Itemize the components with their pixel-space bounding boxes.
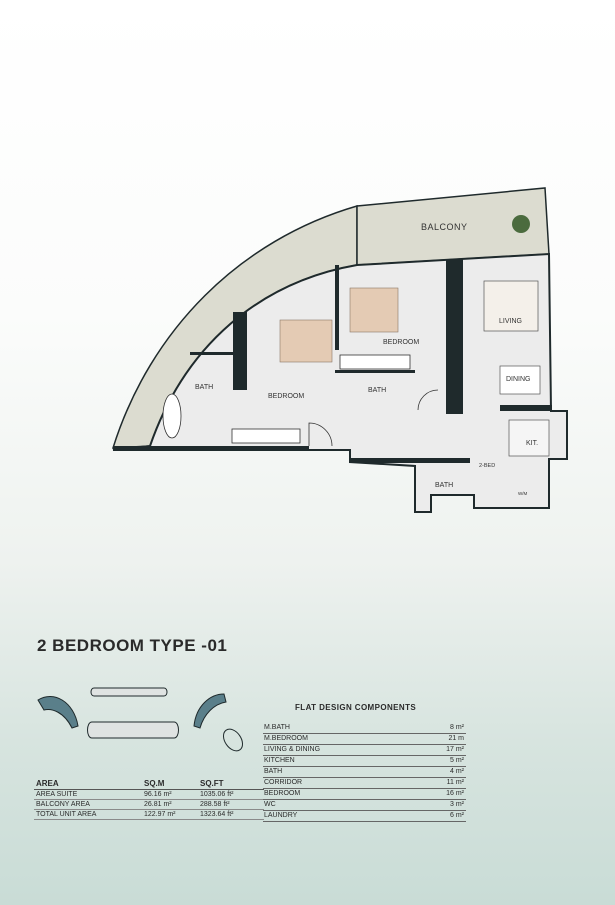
bathtub <box>162 393 182 439</box>
wardrobe-1 <box>231 428 301 444</box>
label-balcony: BALCONY <box>421 222 468 232</box>
area-sqm: 96.16 m² <box>142 789 198 800</box>
label-bath-middle: BATH <box>368 387 386 394</box>
key-tower-3 <box>87 721 179 739</box>
component-area: 17 m² <box>415 744 466 756</box>
component-area: 8 m² <box>415 723 466 734</box>
table-row: TOTAL UNIT AREA 122.97 m² 1323.64 ft² <box>34 809 264 820</box>
table-row: BALCONY AREA 26.81 m² 288.58 ft² <box>34 799 264 810</box>
component-area: 11 m² <box>415 777 466 789</box>
south-wall <box>113 446 309 451</box>
unit-type-title: 2 BEDROOM TYPE -01 <box>37 636 228 655</box>
component-area: 16 m² <box>415 788 466 800</box>
label-bath-left: BATH <box>195 384 213 391</box>
kitchen-counter <box>508 419 550 457</box>
area-label: BALCONY AREA <box>34 799 142 810</box>
label-2bed-tag: 2-BED <box>479 463 495 469</box>
label-bath-lower: BATH <box>435 482 453 489</box>
area-sqft: 1323.64 ft² <box>198 809 264 820</box>
area-label: TOTAL UNIT AREA <box>34 809 142 820</box>
area-table: AREA SQ.M SQ.FT AREA SUITE 96.16 m² 1035… <box>34 779 264 820</box>
key-tower-1 <box>37 695 79 729</box>
label-wm-tag: W/M <box>518 491 527 496</box>
south-wall-2 <box>350 458 470 463</box>
area-sqft: 288.58 ft² <box>198 799 264 810</box>
component-name: LIVING & DINING <box>263 744 415 756</box>
component-area: 21 m <box>415 733 466 745</box>
area-sqm: 122.97 m² <box>142 809 198 820</box>
bath-mid-wall <box>335 370 415 373</box>
component-name: WC <box>263 799 415 811</box>
component-name: KITCHEN <box>263 755 415 767</box>
entry-door-icon <box>308 422 333 447</box>
label-dining: DINING <box>506 376 531 383</box>
component-area: 6 m² <box>415 810 466 822</box>
area-table-header: AREA SQ.M SQ.FT <box>34 779 264 790</box>
bedroom-wall <box>233 312 247 390</box>
partition-wall <box>335 265 339 350</box>
key-plan <box>37 687 244 752</box>
component-name: M.BEDROOM <box>263 733 415 745</box>
component-name: BEDROOM <box>263 788 415 800</box>
component-area: 5 m² <box>415 755 466 767</box>
component-name: LAUNDRY <box>263 810 415 822</box>
area-header-sqft: SQ.FT <box>198 779 264 790</box>
key-pool <box>222 728 244 752</box>
dining-table <box>499 365 541 395</box>
door-icon <box>417 389 439 411</box>
core-wall <box>446 259 463 414</box>
area-header-sqm: SQ.M <box>142 779 198 790</box>
area-sqm: 26.81 m² <box>142 799 198 810</box>
component-area: 3 m² <box>415 799 466 811</box>
sofa <box>483 280 539 332</box>
label-living: LIVING <box>499 318 522 325</box>
floor-plan-drawing: BALCONY LIVING DINING BEDROOM BEDROOM BA… <box>111 187 568 513</box>
bed-1 <box>279 319 333 363</box>
bath-wall <box>190 352 234 355</box>
wardrobe-2 <box>339 354 411 370</box>
bed-2 <box>349 287 399 333</box>
area-label: AREA SUITE <box>34 789 142 800</box>
label-bedroom: BEDROOM <box>268 393 304 400</box>
tree-icon <box>512 215 530 233</box>
label-master-bedroom: BEDROOM <box>383 339 419 346</box>
component-name: CORRIDOR <box>263 777 415 789</box>
table-row: AREA SUITE 96.16 m² 1035.06 ft² <box>34 789 264 800</box>
kitchen-wall <box>500 405 552 411</box>
key-tower-2 <box>90 687 168 697</box>
component-area: 4 m² <box>415 766 466 778</box>
component-name: M.BATH <box>263 723 415 734</box>
area-header-area: AREA <box>34 779 142 790</box>
label-kitchen: KIT. <box>526 440 538 447</box>
key-tower-4 <box>193 693 227 729</box>
components-title: FLAT DESIGN COMPONENTS <box>295 703 417 712</box>
area-sqft: 1035.06 ft² <box>198 789 264 800</box>
component-name: BATH <box>263 766 415 778</box>
